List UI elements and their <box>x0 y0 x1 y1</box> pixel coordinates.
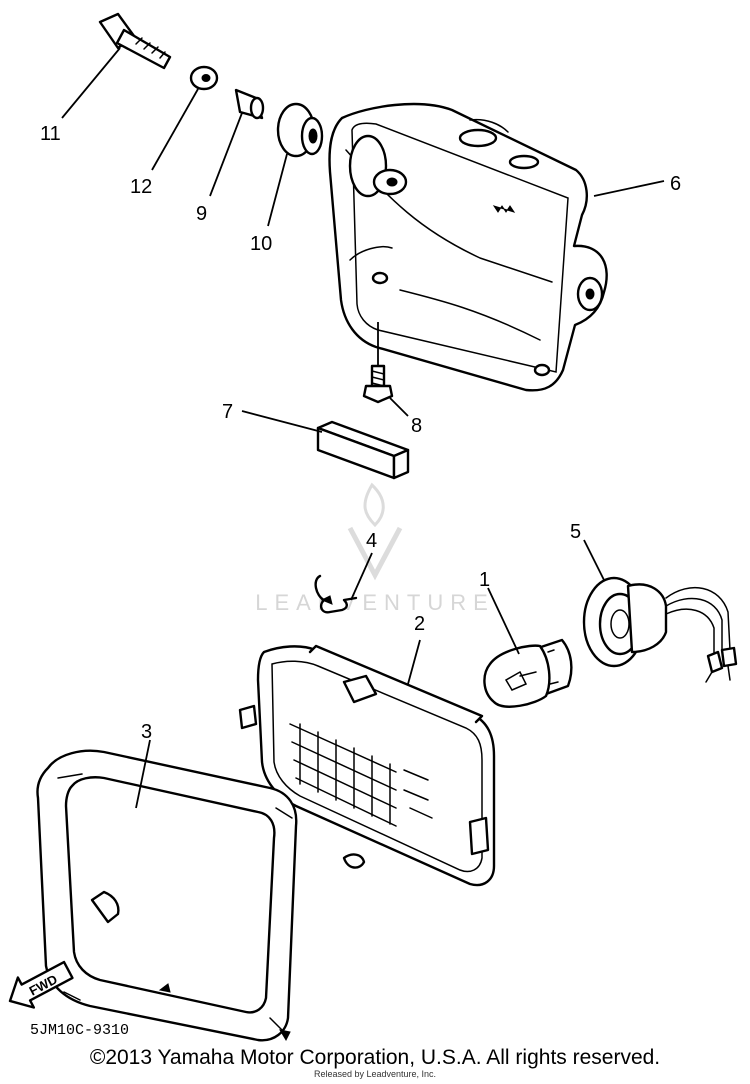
callout-5: 5 <box>570 521 581 543</box>
collar-9 <box>234 88 265 120</box>
callout-12: 12 <box>130 176 152 198</box>
spring-4 <box>314 574 358 614</box>
callout-6: 6 <box>670 173 681 195</box>
bulb-1 <box>483 638 573 708</box>
watermark: LEADVENTURE <box>255 482 495 615</box>
grommet-10 <box>276 102 324 158</box>
callout-8: 8 <box>411 415 422 437</box>
screw-8 <box>362 364 394 404</box>
callout-2: 2 <box>414 613 425 635</box>
drawing-code: 5JM10C-9310 <box>30 1022 129 1039</box>
callout-9: 9 <box>196 203 207 225</box>
washer-12 <box>189 65 219 91</box>
callout-1: 1 <box>479 569 490 591</box>
callout-7: 7 <box>222 401 233 423</box>
released-by-note: Released by Leadventure, Inc. <box>313 1069 437 1079</box>
watermark-text: LEADVENTURE <box>255 590 495 615</box>
callout-11: 11 <box>40 123 61 145</box>
housing-6 <box>328 102 608 392</box>
bolt-11 <box>98 12 172 70</box>
lens-unit-2 <box>238 644 496 887</box>
rim-3 <box>36 749 298 1042</box>
callout-3: 3 <box>141 721 152 743</box>
callout-10: 10 <box>250 233 272 255</box>
callout-4: 4 <box>366 530 377 552</box>
pad-7 <box>316 420 410 480</box>
copyright-notice: ©2013 Yamaha Motor Corporation, U.S.A. A… <box>89 1046 661 1069</box>
socket-5 <box>582 576 738 683</box>
